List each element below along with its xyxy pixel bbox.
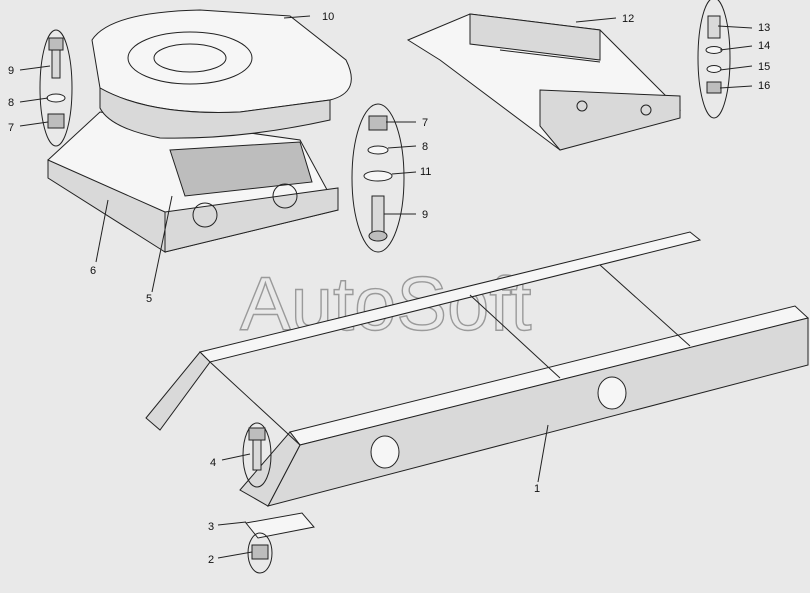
callout-5: 5 [146, 293, 152, 305]
bolt-head-9-left [48, 37, 64, 51]
callout-6: 6 [90, 265, 96, 277]
callout-15: 15 [758, 61, 770, 73]
callout-8-left: 8 [8, 97, 14, 109]
frame-cross-member-a [209, 361, 301, 446]
nut-2 [251, 544, 269, 560]
washer-8-center [367, 145, 389, 155]
frame-hole-a [370, 435, 400, 469]
plate-hole-a [192, 202, 218, 228]
callout-4: 4 [210, 457, 216, 469]
bolt-shank-9-left [51, 49, 61, 79]
callout-14: 14 [758, 40, 770, 52]
nut-16 [706, 81, 722, 94]
plate-3 [245, 512, 315, 539]
frame-hole-b [597, 376, 627, 410]
nut-7-left [47, 113, 65, 129]
bracket-assembly-12 [406, 13, 681, 151]
washer-8-left [46, 93, 66, 103]
callout-10: 10 [322, 11, 334, 23]
leader-lines [19, 15, 753, 559]
frame-cross-member-c [599, 264, 691, 347]
washer-14 [705, 46, 723, 54]
bolt-shank-9-center [371, 195, 385, 233]
coupling-plate-edge [99, 87, 331, 139]
plate-hole-b [272, 183, 298, 209]
hardware-group-right [697, 0, 731, 119]
bolt-shank-4 [252, 439, 262, 471]
callout-7-center: 7 [422, 117, 428, 129]
coupling-recess [127, 31, 253, 85]
bracket-front [469, 13, 601, 61]
coupling-inner-ring [153, 43, 227, 73]
bracket-side [539, 89, 681, 151]
callout-1: 1 [534, 483, 540, 495]
callout-2: 2 [208, 554, 214, 566]
washer-11-center [363, 170, 393, 182]
callout-13: 13 [758, 22, 770, 34]
callout-3: 3 [208, 521, 214, 533]
bolt-head-9-center [368, 230, 388, 242]
bracket-hole-b [640, 104, 652, 116]
hardware-group-center [351, 103, 405, 253]
bracket-hole-a [576, 100, 588, 112]
hardware-group-left [39, 29, 73, 147]
coupling-plate-10 [91, 9, 352, 113]
fifth-wheel-assembly [47, 9, 352, 253]
nut-7-center [368, 115, 388, 131]
callout-7-left: 7 [8, 122, 14, 134]
pedestal [169, 141, 313, 197]
callout-12: 12 [622, 13, 634, 25]
callout-16: 16 [758, 80, 770, 92]
frame-end-far [145, 351, 211, 431]
bracket-tube [499, 49, 601, 63]
callout-9-center: 9 [422, 209, 428, 221]
callout-11: 11 [420, 166, 431, 178]
washer-15 [706, 65, 722, 73]
frame-cross-member-b [469, 294, 561, 379]
callout-8-center: 8 [422, 141, 428, 153]
bolt-head-4 [248, 427, 266, 441]
frame-assembly-1 [145, 231, 810, 507]
callout-9-left: 9 [8, 65, 14, 77]
bolt-13 [707, 15, 721, 39]
